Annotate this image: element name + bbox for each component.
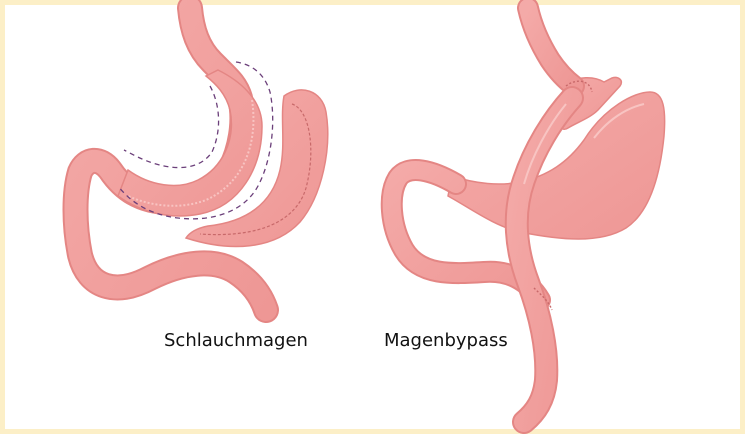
label-sleeve-gastrectomy: Schlauchmagen: [164, 330, 308, 351]
label-gastric-bypass: Magenbypass: [384, 330, 508, 351]
gastric-bypass-illustration: [392, 8, 665, 422]
sleeve-body: [118, 70, 262, 216]
sleeve-gastrectomy-illustration: [76, 8, 328, 310]
